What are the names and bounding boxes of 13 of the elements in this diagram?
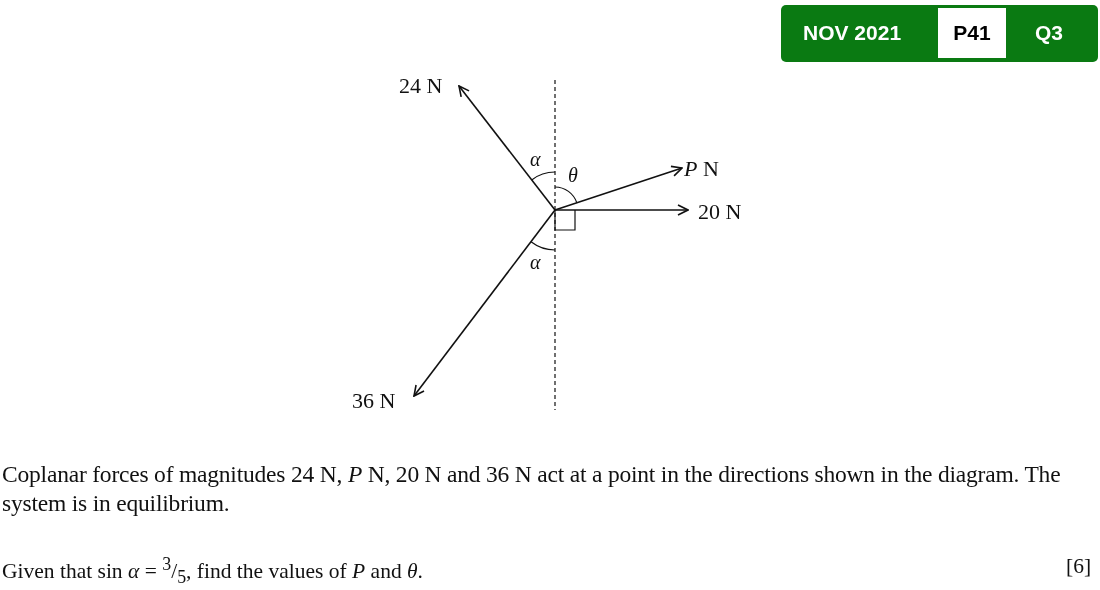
force-label: 20 N — [698, 200, 742, 225]
force-label: 24 N — [399, 74, 443, 99]
angle-label: α — [530, 148, 541, 170]
force-label: P N — [684, 157, 719, 182]
question-text: Given that sin α = $^{3}$/$_{5}$, find the values of P and θ. — [2, 555, 423, 589]
paper-code-label: P41 — [938, 8, 1006, 58]
exam-session-text: NOV 2021 — [803, 22, 902, 43]
angle-label: α — [530, 251, 541, 273]
angle-label: θ — [568, 164, 578, 186]
marks-label: [6] — [1066, 555, 1092, 579]
question-number-text: Q3 — [1035, 22, 1063, 43]
force-label: 36 N — [352, 389, 396, 414]
question-text: Coplanar forces of magnitudes 24 N, P N, 20 N and 36 N act at a point in the directions shown in the diagram. The system is in equilibrium. — [2, 460, 1062, 518]
